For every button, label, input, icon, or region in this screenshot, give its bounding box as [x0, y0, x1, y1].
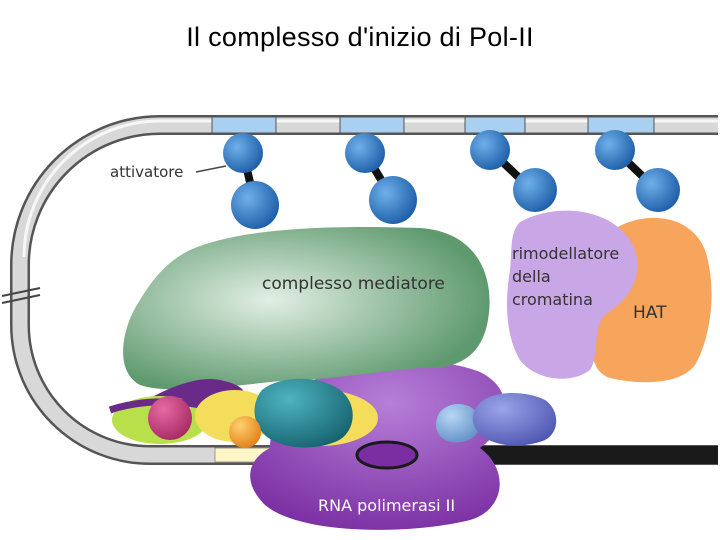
- mediator-complex: [123, 227, 490, 389]
- activator-domain: [345, 133, 385, 173]
- magenta-factor: [148, 396, 192, 440]
- activator-domain: [231, 181, 279, 229]
- activator-1: [223, 133, 279, 229]
- remodeler-label-line1: rimodellatore: [512, 244, 619, 263]
- hat-label: HAT: [633, 303, 667, 323]
- activator-2: [345, 133, 417, 224]
- orange-factor: [229, 416, 261, 448]
- activator-label: attivatore: [110, 163, 183, 181]
- remodeler-label-line3: cromatina: [512, 290, 593, 309]
- activator-4: [595, 130, 680, 212]
- activator-domain: [470, 130, 510, 170]
- activator-domain: [223, 133, 263, 173]
- activator-domain: [513, 168, 557, 212]
- teal-factor: [255, 379, 353, 448]
- mediator-label: complesso mediatore: [262, 274, 445, 294]
- activator-label-leader: [196, 166, 226, 172]
- activator-3: [470, 130, 557, 212]
- polymerase-label: RNA polimerasi II: [318, 496, 455, 515]
- activators: [223, 130, 680, 229]
- polymerase-dna-clamp: [357, 442, 417, 468]
- remodeler-label-line2: della: [512, 267, 551, 286]
- activator-domain: [636, 168, 680, 212]
- activator-domain: [369, 176, 417, 224]
- blue-violet-factor: [473, 393, 557, 446]
- activator-domain: [595, 130, 635, 170]
